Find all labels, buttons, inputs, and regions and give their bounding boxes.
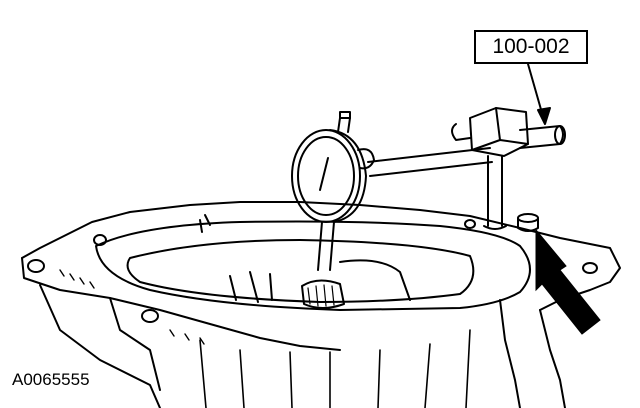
transmission-case <box>21 201 621 408</box>
tool-callout-label: 100-002 <box>492 35 570 58</box>
indicator-arrow <box>535 228 601 335</box>
indicator-plunger <box>301 279 345 309</box>
bridge-bar <box>367 125 566 177</box>
callout-arrowhead <box>537 107 551 125</box>
tool-clamp <box>451 107 529 230</box>
figure-id: A0065555 <box>12 370 90 389</box>
dial-face <box>291 129 361 223</box>
case-fitting <box>517 213 539 232</box>
case-front-edge <box>21 257 341 351</box>
case-left-wall <box>39 284 161 408</box>
tool-callout: 100-002 <box>474 30 588 64</box>
case-flange-outline <box>21 201 621 311</box>
case-bore <box>126 239 475 303</box>
case-right-wall <box>539 309 566 408</box>
dial-indicator <box>291 111 375 309</box>
case-inner-rim <box>95 220 531 311</box>
